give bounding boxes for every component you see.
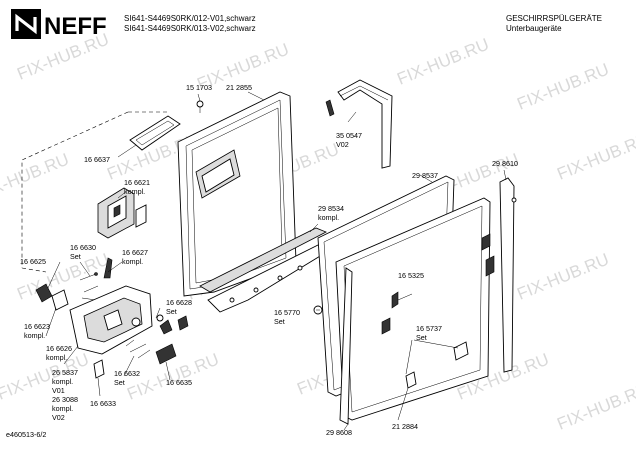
watermark: FIX-HUB.RU [514,250,611,304]
part-label: kompl. [24,331,45,340]
part-label: V01 [52,386,65,395]
part-label: kompl. [122,257,143,266]
seal-frame-part [129,115,181,151]
part-label: 29 8608 [326,428,352,437]
part-label: Set [416,333,427,342]
part-label: Set [114,378,125,387]
hinge-clip-part [381,233,495,335]
part-label: 16 5770 [274,308,300,317]
category-title: GESCHIRRSPÜLGERÄTE [506,14,603,23]
part-label: kompl. [318,213,339,222]
part-label: kompl. [52,377,73,386]
part-label: 16 6630 [70,243,96,252]
control-module-part [97,187,147,239]
switch-knob-part [35,283,69,311]
decor-panel-part [335,197,491,425]
part-label: 29 8534 [318,204,344,213]
part-label: 29 8610 [492,159,518,168]
watermark: FIX-HUB.RU [554,380,636,434]
watermark: FIX-HUB.RU [14,30,111,84]
part-label: 15 1703 [186,83,212,92]
pin-parts [79,272,99,301]
part-label: 26 5837 [52,368,78,377]
part-label: 16 6633 [90,399,116,408]
screw-part [313,305,323,315]
part-label: 16 5325 [398,271,424,280]
watermark: FIX-HUB.RU [554,130,636,184]
bottom-rail-part [199,227,331,313]
part-label: kompl. [52,404,73,413]
lock-part [405,341,469,389]
watermark: FIX-HUB.RU [394,35,491,89]
subcategory-title: Unterbaugeräte [506,24,562,33]
part-label: 35 0547 [336,131,362,140]
part-label: 21 2855 [226,83,252,92]
part-label: 16 6628 [166,298,192,307]
watermark: FIX-HUB.RU [0,150,72,204]
part-label: 16 6626 [46,344,72,353]
handle-part [325,79,393,169]
watermark: FIX-HUB.RU [514,60,611,114]
screw-part [196,100,204,113]
part-label: 21 2884 [392,422,418,431]
drawing-id: e460513-6/2 [6,430,46,439]
part-label: kompl. [124,187,145,196]
part-label: Set [166,307,177,316]
part-label: 16 6632 [114,369,140,378]
part-label: 16 6627 [122,248,148,257]
lever-part [103,257,113,279]
part-label: 16 6637 [84,155,110,164]
model-line-1: SI641-S4469S0RK/012-V01,schwarz [124,14,256,23]
control-housing-part [69,285,153,355]
part-label: 16 6625 [20,257,46,266]
model-line-2: SI641-S4469S0RK/013-V02,schwarz [124,24,256,33]
part-label: 16 6623 [24,322,50,331]
part-label: 16 5737 [416,324,442,333]
part-label: Set [70,252,81,261]
part-label: 29 8537 [412,171,438,180]
part-label: 26 3088 [52,395,78,404]
part-label: 16 6635 [166,378,192,387]
part-label: V02 [336,140,349,149]
part-label: kompl. [46,353,67,362]
side-strip-part [499,177,517,373]
part-label: 16 6621 [124,178,150,187]
spring-parts [125,314,189,359]
inner-door-panel [177,91,297,297]
logo-text: NEFF [44,13,107,40]
part-label: Set [274,317,285,326]
neff-logo: NEFF [11,9,111,41]
clip-part [93,343,177,379]
assembly-outline [21,111,170,273]
part-label: V02 [52,413,65,422]
